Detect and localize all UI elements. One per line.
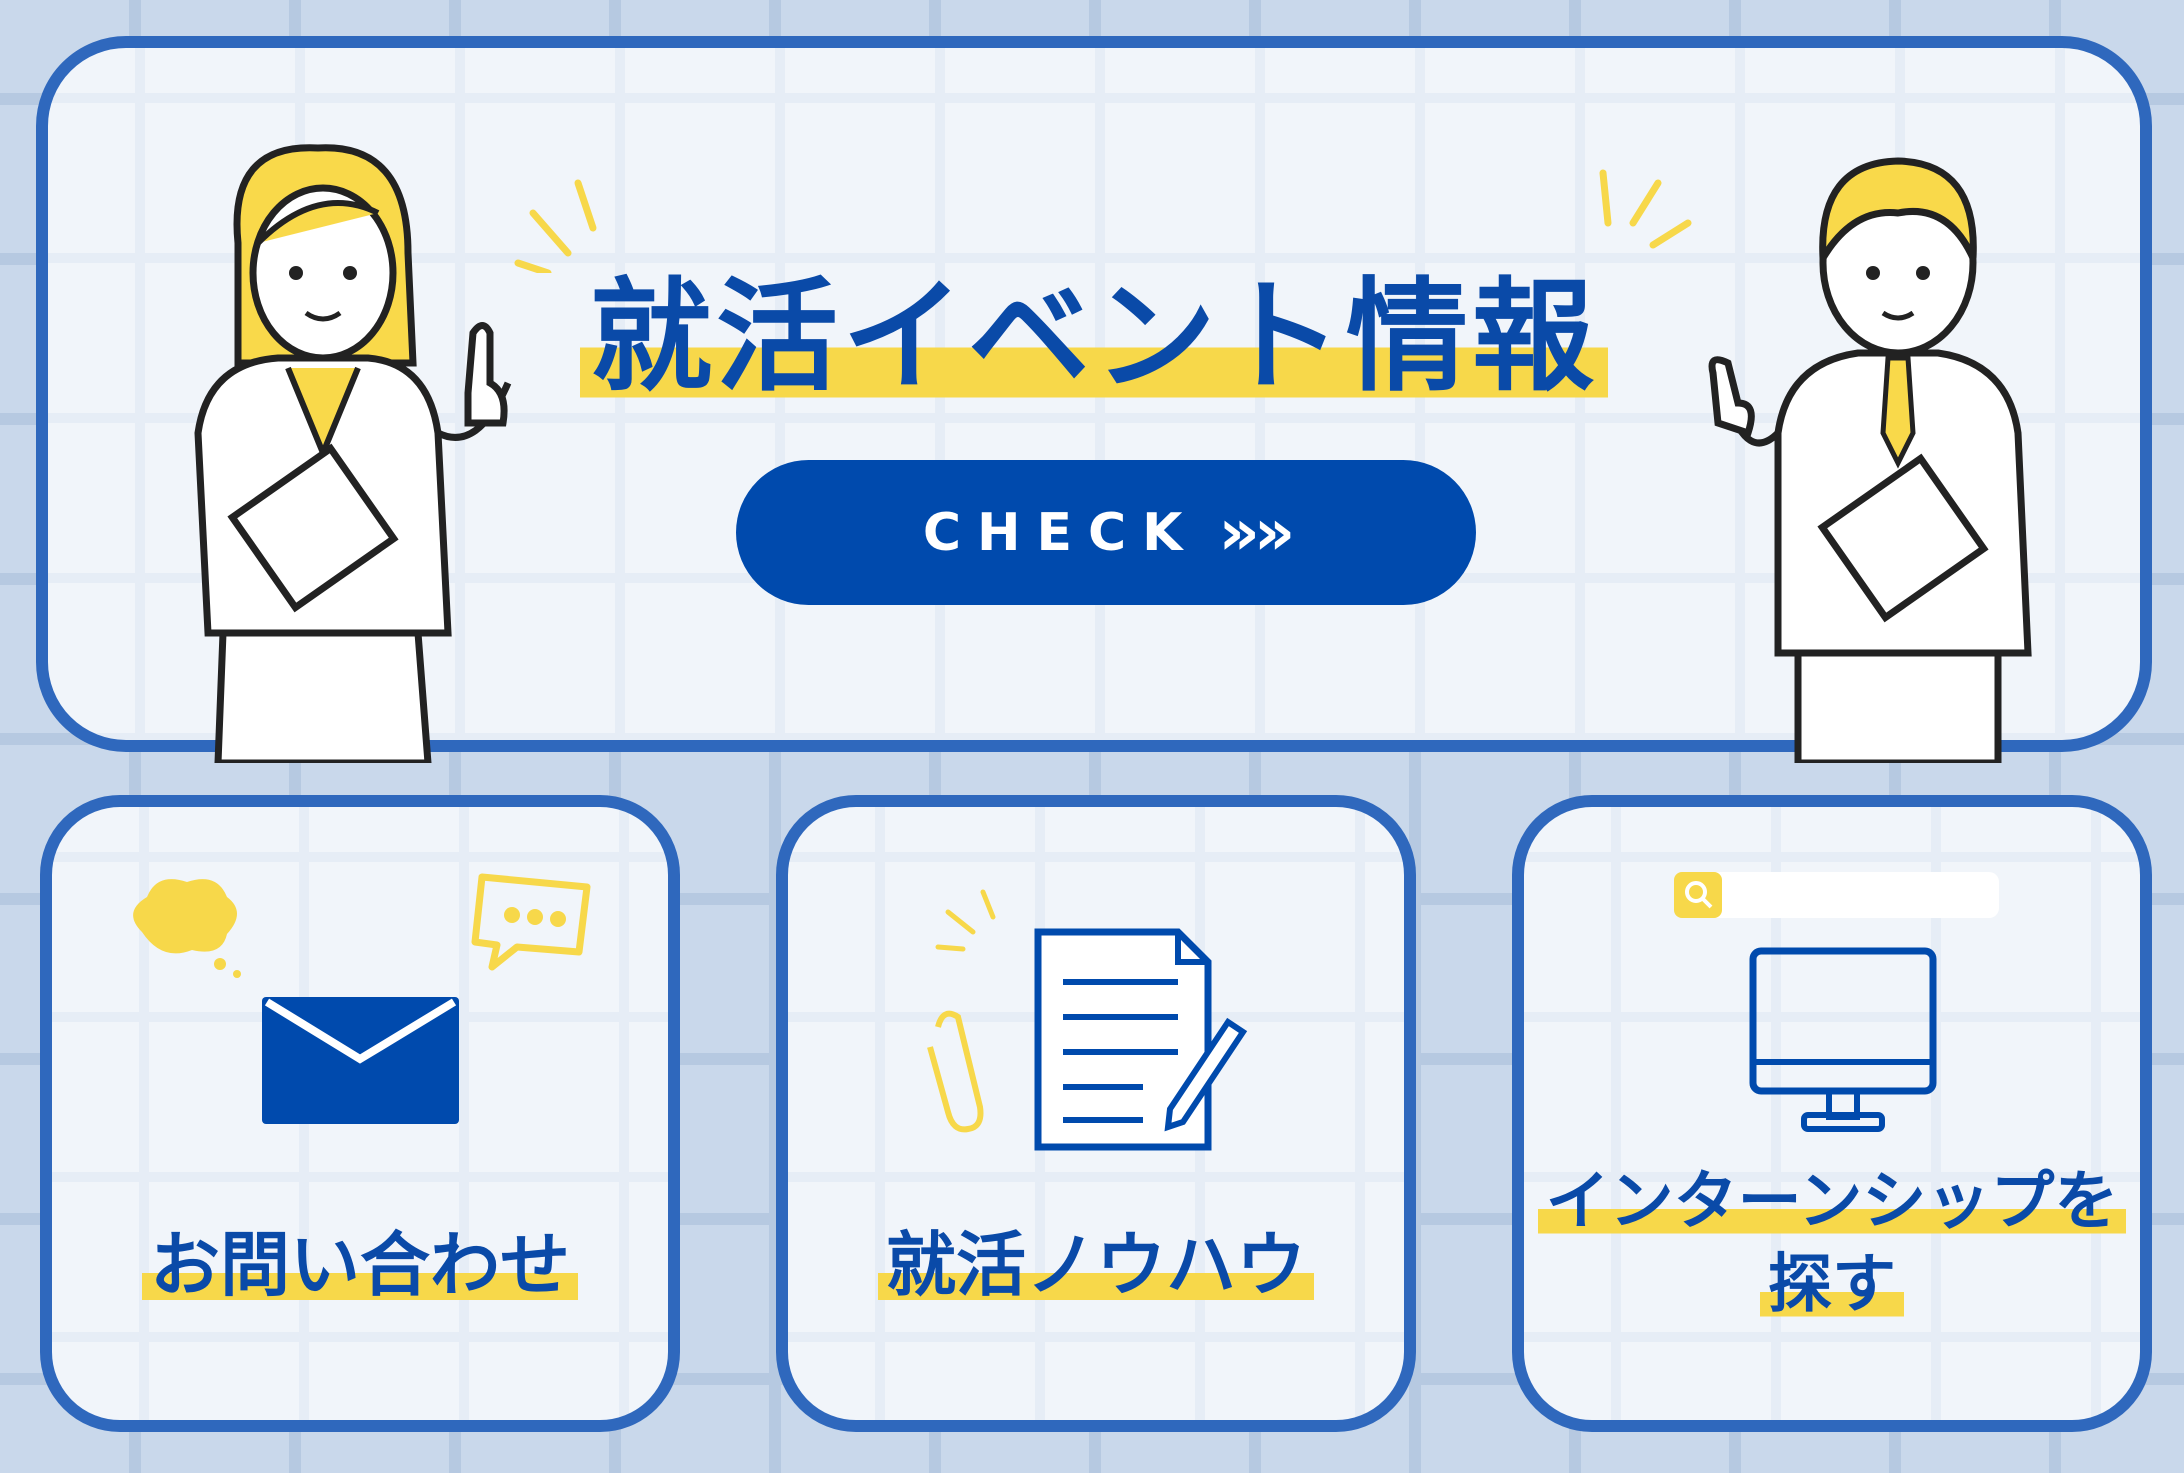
- internship-label-line2: 探す: [1760, 1250, 1904, 1320]
- tips-label: 就活ノウハウ: [878, 1227, 1314, 1304]
- check-button-label: CHECK: [922, 502, 1199, 563]
- event-banner[interactable]: 就活イベント情報 CHECK »»: [36, 36, 2152, 763]
- chat-bubble-icon: [471, 873, 591, 971]
- check-button[interactable]: CHECK »»: [736, 460, 1476, 605]
- monitor-icon: [1749, 947, 1937, 1132]
- sparkle-icon: [1599, 169, 1692, 249]
- man-illustration: [1708, 157, 2032, 763]
- banner-title: 就活イベント情報: [580, 238, 1608, 415]
- sparkle-icon: [935, 889, 996, 952]
- sparkle-icon: [514, 179, 597, 273]
- chevrons-right-icon: »»: [1218, 495, 1295, 570]
- contact-label: お問い合わせ: [142, 1227, 578, 1304]
- thought-bubble-icon: [133, 879, 241, 978]
- search-bar-icon: [1674, 872, 1999, 918]
- contact-card[interactable]: お問い合わせ: [40, 795, 680, 1432]
- paperclip-icon: [927, 1010, 984, 1133]
- job-hunting-tips-card[interactable]: 就活ノウハウ: [776, 795, 1416, 1432]
- internship-label-line1: インターンシップを: [1537, 1167, 2127, 1237]
- woman-illustration: [194, 144, 512, 763]
- document-icon: [1034, 928, 1248, 1151]
- internship-search-card[interactable]: インターンシップを 探す: [1512, 795, 2152, 1432]
- envelope-icon: [262, 997, 459, 1124]
